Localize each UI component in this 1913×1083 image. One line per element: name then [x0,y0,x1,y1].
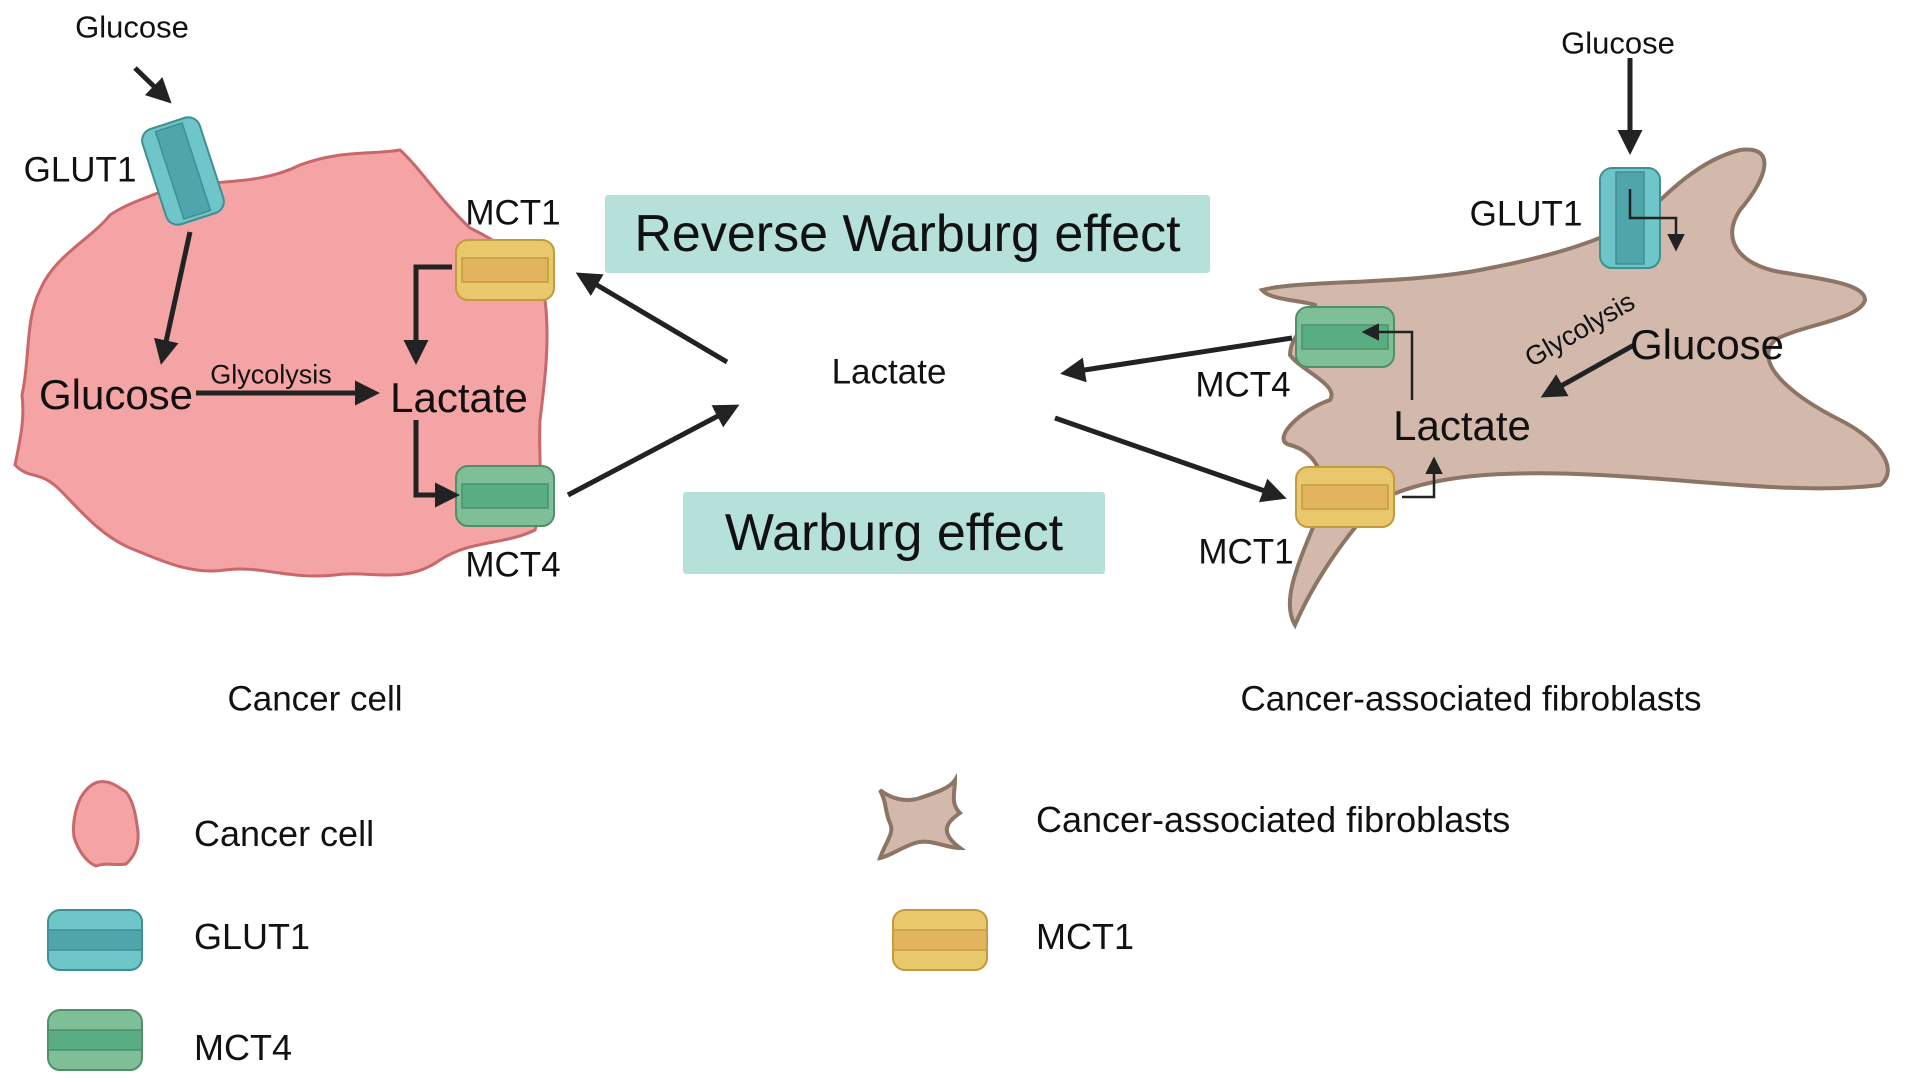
legend-label-mct4: MCT4 [194,1027,292,1068]
fibroblast-mct4-label: MCT4 [1195,365,1291,405]
fibroblast-mct1-label: MCT1 [1198,532,1294,572]
legend-mct4-icon [47,1009,143,1071]
arrow-mct1-to-lactate-fibro [1402,456,1443,499]
fibroblast-glucose-inside-label: Glucose [1629,321,1785,368]
arrow-glycolysis-fibro [1540,342,1636,398]
legend-label-glut1: GLUT1 [194,916,311,957]
legend-glut1-icon [47,909,143,971]
legend-mct1-icon [892,909,988,971]
extracellular-lactate-label: Lactate [831,352,947,392]
reverse-warburg-effect-box: Reverse Warburg effect [605,195,1210,273]
cancer-glucose-outside-label: Glucose [75,9,189,45]
cancer-mct1-label: MCT1 [465,193,561,233]
cancer-glucose-inside-label: Glucose [38,371,194,418]
warburg-effect-label: Warburg effect [724,504,1064,562]
arrow-mct1-to-lactate [403,264,452,365]
arrow-lactate-to-mct4 [413,420,460,508]
arrow-lactate-to-mct4-fibro [1361,323,1414,400]
arrow-lactate-to-fibro-mct1 [1054,415,1287,503]
mct4-channel-fibroblast [1295,306,1395,368]
cancer-cell-caption: Cancer cell [227,679,403,719]
fibroblast-glucose-outside-label: Glucose [1561,25,1675,61]
fibroblast-lactate-inside-label: Lactate [1393,402,1531,449]
mct4-channel-cancer [455,465,555,527]
arrow-cancer-mct4-to-lactate [566,404,740,498]
legend-fibroblast-icon [877,773,967,861]
cancer-glycolysis-label: Glycolysis [210,359,332,390]
legend-cancer-cell-icon [72,780,140,868]
cancer-mct4-label: MCT4 [465,545,561,585]
legend-label-mct1: MCT1 [1036,916,1134,957]
warburg-effect-box: Warburg effect [683,492,1105,574]
mct1-channel-fibroblast [1295,466,1395,528]
cancer-lactate-inside-label: Lactate [390,374,528,421]
glut1-channel-cancer [141,116,225,226]
fibroblast-caption: Cancer-associated fibroblasts [1240,679,1702,719]
reverse-warburg-effect-label: Reverse Warburg effect [634,205,1181,263]
fibroblast-body [1258,147,1890,630]
arrow-glut1-to-glucose [154,231,193,365]
arrow-glut1-to-glucose-fibro [1628,189,1685,252]
legend-label-cancer-cell: Cancer cell [194,813,375,854]
legend-label-fibroblasts: Cancer-associated fibroblasts [1036,799,1511,840]
arrow-lactate-to-cancer-mct1 [575,272,729,365]
mct1-channel-cancer [455,239,555,301]
arrow-glucose-to-glut1 [133,66,172,104]
fibroblast-glut1-label: GLUT1 [1469,194,1583,234]
arrow-fibro-mct4-to-lactate [1060,335,1293,383]
cancer-glut1-label: GLUT1 [23,150,137,190]
